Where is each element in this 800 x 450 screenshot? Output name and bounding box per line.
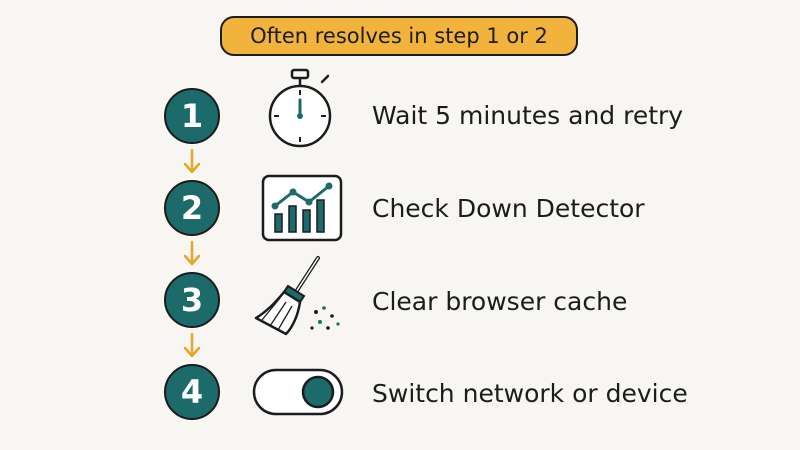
step-3-number: 3 xyxy=(164,272,220,328)
chart-icon xyxy=(261,174,343,242)
step-2-number: 2 xyxy=(164,180,220,236)
step-4-label: Switch network or device xyxy=(372,379,688,408)
arrow-down-icon xyxy=(183,332,201,358)
step-4-number: 4 xyxy=(164,364,220,420)
arrow-down-icon xyxy=(183,148,201,174)
toggle-icon xyxy=(252,368,344,416)
step-2-label: Check Down Detector xyxy=(372,194,645,223)
stopwatch-icon xyxy=(268,68,332,148)
hint-banner-text: Often resolves in step 1 or 2 xyxy=(250,24,548,48)
step-3-label: Clear browser cache xyxy=(372,287,628,316)
broom-icon xyxy=(254,256,340,336)
hint-banner: Often resolves in step 1 or 2 xyxy=(220,16,578,56)
arrow-down-icon xyxy=(183,240,201,266)
step-1-label: Wait 5 minutes and retry xyxy=(372,101,684,130)
step-1-number: 1 xyxy=(164,88,220,144)
